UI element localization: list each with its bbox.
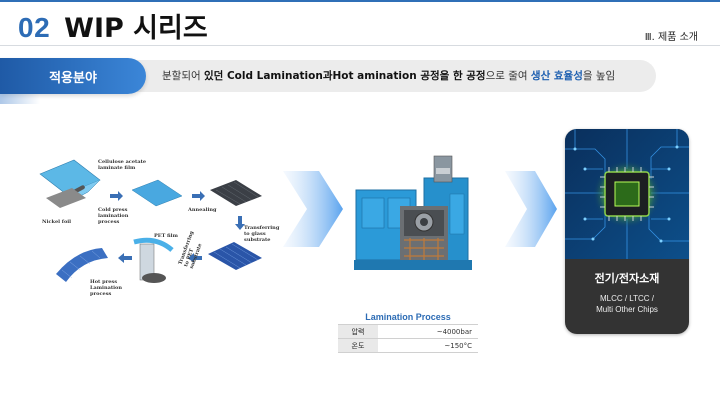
spec-value-temperature: ~150°C	[378, 338, 478, 353]
page-title: 02 WIP 시리즈	[18, 6, 208, 44]
table-row: 온도 ~150°C	[338, 338, 478, 353]
label-nickel: Nickel foil	[42, 219, 72, 225]
title-divider	[0, 45, 720, 46]
label-cold-press: Cold press lamination process	[98, 207, 129, 225]
application-label-text: 적용분야	[49, 70, 97, 86]
label-hot-press: Hot press Lamination process	[90, 279, 122, 297]
application-label: 적용분야	[0, 58, 146, 94]
spec-key-temperature: 온도	[338, 338, 378, 353]
page-heading: WIP 시리즈	[64, 13, 208, 44]
process-diagram-graphic	[39, 159, 262, 283]
section-label: Ⅲ. 제품 소개	[644, 32, 698, 43]
process-diagram: Cellulose acetate laminate film Nickel f…	[36, 150, 286, 300]
label-shadow	[0, 94, 40, 104]
card-sub-line2: Multi Other Chips	[596, 305, 658, 314]
chip-image	[565, 129, 689, 259]
application-card: 전기/전자소재 MLCC / LTCC / Multi Other Chips	[565, 129, 689, 334]
application-card-title: 전기/전자소재	[594, 272, 660, 285]
desc-text-3: 을 높임	[582, 70, 616, 82]
application-card-subtitle: MLCC / LTCC / Multi Other Chips	[565, 293, 689, 315]
card-sub-line1: MLCC / LTCC /	[599, 294, 655, 303]
label-transfer-glass: Transferring to glass substrate	[244, 225, 280, 243]
page-number: 02	[18, 12, 51, 43]
application-description: 분할되어 있던 Cold Lamination과Hot amination 공정…	[162, 68, 615, 83]
spec-value-pressure: ~4000bar	[378, 324, 478, 339]
desc-highlight: 생산 효율성	[530, 70, 583, 82]
spec-key-pressure: 압력	[338, 324, 378, 339]
table-row: 압력 ~4000bar	[338, 324, 478, 339]
desc-text-1: 분할되어	[162, 70, 204, 82]
lamination-machine-image	[354, 155, 472, 270]
spec-table: 압력 ~4000bar 온도 ~150°C	[338, 324, 478, 353]
process-arrow-icon	[283, 171, 343, 247]
desc-bold-1: 있던 Cold Lamination과Hot amination 공정을 한 공…	[203, 70, 486, 82]
label-film: Cellulose acetate laminate film	[98, 159, 147, 171]
label-pet: PET film	[154, 233, 178, 239]
process-arrow-icon	[505, 171, 557, 247]
label-annealing: Annealing	[188, 207, 217, 213]
spec-table-title: Lamination Process	[365, 312, 451, 322]
description-pill	[70, 60, 656, 92]
top-accent-bar	[0, 0, 720, 2]
desc-text-2: 으로 줄여	[485, 70, 531, 82]
